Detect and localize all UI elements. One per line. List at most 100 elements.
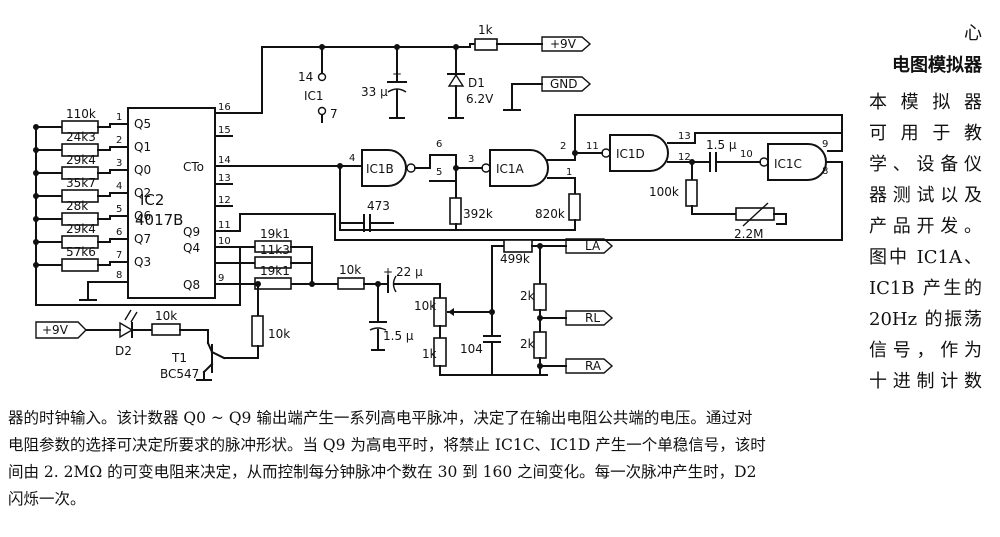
power-supply-section: 1k +9V 14 IC1 7 + 33 μ D1 6.2V GND [261,23,592,123]
body-line-1: 器的时钟输入。该计数器 Q0 ~ Q9 输出端产生一系列高电平脉冲，决定了在输出… [8,409,753,427]
side-title-top: 心 [964,23,982,44]
ladder-resistor-label: 57k6 [66,245,96,259]
ic2-pin-number: 4 [116,181,122,192]
ic2-pin-number: 14 [218,155,231,166]
led-driver: +9V D2 10k T1 BC547 [35,309,226,381]
led-resistor-label: 10k [155,309,177,323]
ic2-pin-number: 9 [218,273,224,284]
side-text-line: 器测试以及 [869,185,982,206]
body-line-3: 间由 2. 2MΩ 的可变电阻来决定，从而控制每分钟脉冲个数在 30 到 160… [8,463,757,481]
ic2-pin-number: 11 [218,220,231,231]
body-line-4: 闪烁一次。 [8,490,86,508]
gate-ic1d [609,134,669,172]
electrode-la [565,238,614,254]
ic1-pin7-terminal [317,106,327,116]
svg-text:9: 9 [822,139,828,150]
svg-text:11: 11 [586,141,599,152]
ic1-pin7-label: 7 [330,107,338,121]
electrode-la-label: LA [585,239,601,253]
electrode-rl [565,310,614,326]
pot-2m2-label: 2.2M [734,227,763,241]
svg-text:1: 1 [566,167,572,178]
out-r10k-label: 10k [339,263,361,277]
gnd-terminal [541,76,592,92]
gate-ic1a-label: IC1A [496,162,525,176]
cap104-label: 104 [460,342,483,356]
gate-ic1b [361,149,407,187]
side-text-line: 可用于教 [869,123,982,144]
side-title: 电图模拟器 [892,55,982,76]
ic2-pin-name: Q3 [134,255,151,269]
transistor-t1-label: T1 [171,351,187,365]
ic2-pin-number: 12 [218,195,231,206]
pot-2m2 [735,207,775,221]
ic2-part: 4017B [135,211,183,229]
plus9v-terminal-label: +9V [550,37,577,51]
zener-d1-label: D1 [468,76,485,90]
svg-text:+: + [383,265,393,279]
q-resistor-2: 19k1 [260,264,290,278]
ic2-pin-number: 6 [116,227,122,238]
gate-ic1b-label: IC1B [366,162,394,176]
ladder-resistor-label: 29k4 [66,222,96,236]
electrode-ra-label: RA [585,359,602,373]
svg-text:13: 13 [678,131,691,142]
r2k-a-label: 2k [520,289,535,303]
ladder-resistor-label: 24k3 [66,130,96,144]
ic2-pin-number: 3 [116,158,122,169]
supply-resistor-1k [474,38,498,51]
electrode-rl-label: RL [585,311,600,325]
r2k-b-label: 2k [520,337,535,351]
output-network: 10k + 22 μ 1.5 μ 10k 1k 104 499k [311,238,614,376]
ladder-resistor-label: 110k [66,107,96,121]
supply-resistor-label: 1k [478,23,493,37]
r392k-label: 392k [463,207,493,221]
svg-text:8: 8 [822,166,828,177]
side-text-line: 产品开发。 [869,216,982,237]
body-line-2: 电阻参数的选择可决定所要求的脉冲形状。当 Q9 为高电平时，将禁止 IC1C、I… [8,436,766,454]
supply-cap-label: 33 μ [361,85,388,99]
ic2-pin-number: 16 [218,102,231,113]
r499k-label: 499k [500,252,530,266]
ic2-pin-number: 1 [116,112,122,123]
ic2-pin-name: Q5 [134,117,151,131]
plus9v-terminal [541,36,592,52]
ic2-pin-name: Q1 [134,140,151,154]
q-resistor-0: 19k1 [260,227,290,241]
ic2-pin-number: 15 [218,125,231,136]
transistor-part-label: BC547 [160,367,199,381]
ic2-pin-name: Q2 [134,186,151,200]
zener-diode-d1 [447,73,465,87]
side-text-line: 信号，作为 [869,340,982,361]
svg-text:4: 4 [349,153,355,164]
cap22-label: 22 μ [396,265,423,279]
gate-ic1d-label: IC1D [616,147,645,161]
ic2-pin-number: 2 [116,135,122,146]
r820k-label: 820k [535,207,565,221]
base-resistor-label: 10k [268,327,290,341]
body-paragraph: 器的时钟输入。该计数器 Q0 ~ Q9 输出端产生一系列高电平脉冲，决定了在输出… [8,405,992,513]
cap15-label: 1.5 μ [706,138,737,152]
ic2-pin-name: Q7 [134,232,151,246]
side-text-line: 20Hz 的振荡 [869,309,982,330]
q-output-resistors: 19k1 11k3 19k1 10k [214,213,336,359]
ic2-pin-number: 5 [116,204,122,215]
ladder-resistor-label: 35k7 [66,176,96,190]
ic2-pin-name: Q0 [134,163,151,177]
ladder-resistor-label: 28k [66,199,88,213]
ic2-name: IC2 [140,191,164,209]
ic1-pin14-terminal [317,72,327,82]
gate-ic1c-label: IC1C [774,157,802,171]
plus9v-driver-terminal [35,321,87,339]
svg-text:12: 12 [678,152,691,163]
ic2-pin-name: Q8 [183,278,200,292]
r1k-label: 1k [422,347,437,361]
q-resistor-1: 11k3 [260,243,290,257]
cap15b-label: 1.5 μ [383,329,414,343]
gate-ic1c [767,143,827,181]
ic1-pin14-label: 14 [298,70,313,84]
led-d2-label: D2 [115,344,132,358]
